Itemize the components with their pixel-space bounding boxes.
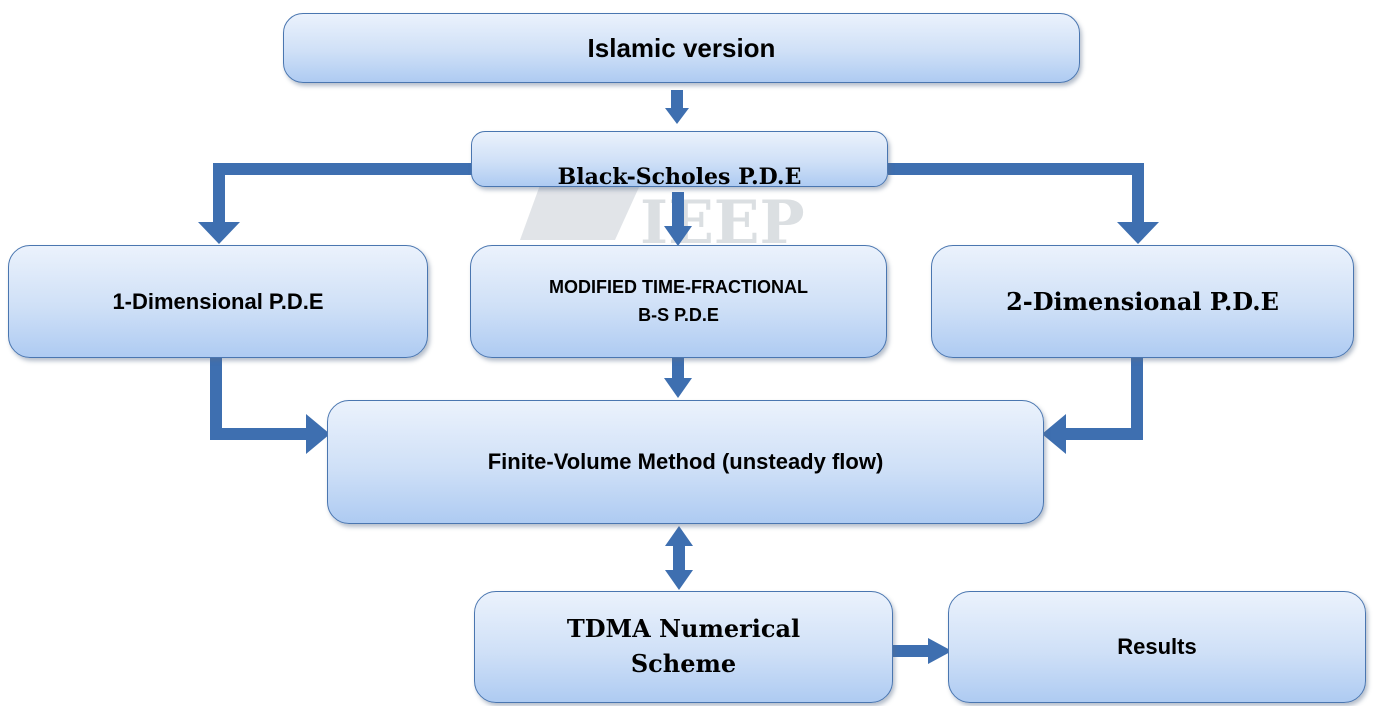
arrow-bs-right-head [1117,222,1159,244]
arrow-modified-head [664,378,692,398]
arrow-2d-head [1042,414,1066,454]
arrow-1d-vertical [210,358,222,440]
node-results: Results [948,591,1366,703]
node-2d-pde: 2-Dimensional P.D.E [931,245,1354,358]
node-modified-line2: B-S P.D.E [638,304,719,325]
arrow-2d-vertical [1131,358,1143,440]
arrow-1d-horizontal [210,428,310,440]
arrow-bs-left-horizontal [213,163,473,175]
arrow-bs-right-horizontal [888,163,1144,175]
arrow-tdma-results-head [928,638,952,664]
arrow-1d-head [306,414,330,454]
arrow-fvm-tdma-down-head [665,570,693,590]
arrow-modified-shaft [672,358,684,380]
arrow-bs-right-vertical [1132,163,1144,225]
arrow-bs-center-head [664,226,692,246]
node-finite-volume: Finite-Volume Method (unsteady flow) [327,400,1044,524]
arrow-islamic-to-bs-head [665,108,689,124]
node-finite-volume-label: Finite-Volume Method (unsteady flow) [487,449,884,474]
arrow-tdma-results-shaft [892,645,932,657]
node-tdma-line1: TDMA Numerical [566,614,801,644]
node-islamic-version: Islamic version [283,13,1080,83]
arrow-bs-center-shaft [672,192,684,228]
node-modified-time-fractional: MODIFIED TIME-FRACTIONAL B-S P.D.E [470,245,887,358]
arrow-2d-horizontal [1062,428,1143,440]
node-1d-pde: 1-Dimensional P.D.E [8,245,428,358]
node-tdma-line2: Scheme [630,649,737,678]
node-black-scholes: Black-Scholes P.D.E [471,131,888,187]
node-islamic-version-label: Islamic version [587,32,776,63]
arrow-fvm-tdma-up-head [665,526,693,546]
node-results-label: Results [1117,634,1197,659]
node-modified-line1: MODIFIED TIME-FRACTIONAL [549,276,808,297]
node-black-scholes-label: Black-Scholes P.D.E [557,164,802,187]
arrow-fvm-tdma-shaft [673,544,685,572]
arrow-islamic-to-bs-shaft [671,90,683,110]
node-1d-pde-label: 1-Dimensional P.D.E [112,288,324,314]
node-tdma: TDMA Numerical Scheme [474,591,893,703]
node-2d-pde-label: 2-Dimensional P.D.E [1006,287,1279,316]
watermark-logo [520,185,640,240]
arrow-bs-left-head [198,222,240,244]
arrow-bs-left-vertical [213,163,225,225]
